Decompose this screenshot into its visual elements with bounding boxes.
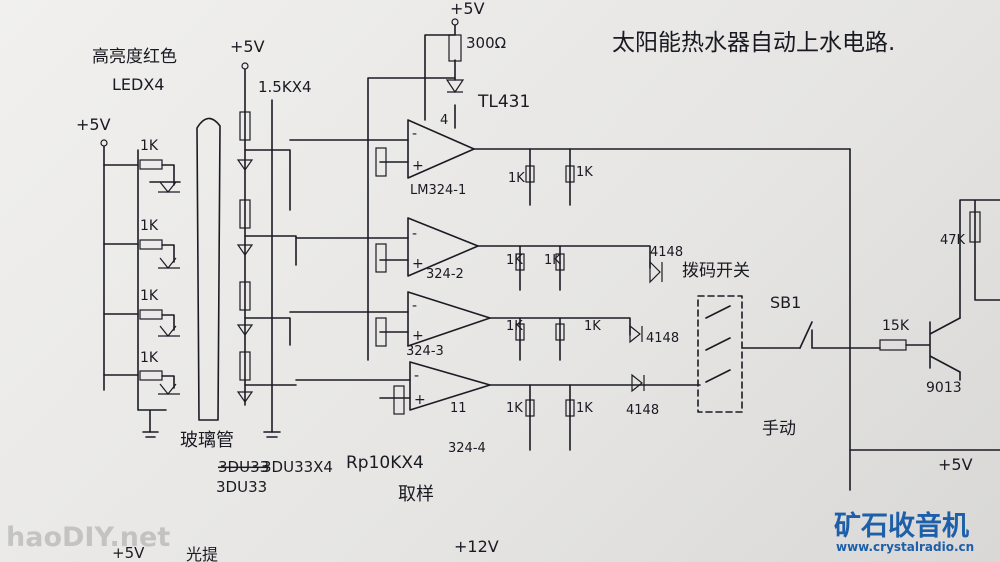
opamp-1-label: LM324-1 bbox=[410, 183, 466, 198]
sb1-switch bbox=[799, 148, 881, 491]
svg-text:+: + bbox=[412, 256, 424, 272]
led-stage-1: 1K bbox=[139, 138, 181, 193]
ref-pin: 4 bbox=[440, 113, 448, 128]
bottom-vcc12: +12V bbox=[454, 537, 499, 556]
sampling-label: 取样 bbox=[398, 484, 434, 505]
bottom-vcc: +5V bbox=[112, 544, 145, 562]
svg-text:-: - bbox=[414, 368, 419, 384]
glass-tube bbox=[196, 117, 221, 421]
led-stage-2: 1K bbox=[139, 218, 180, 269]
led-count: LEDX4 bbox=[112, 75, 164, 94]
opamp-2: - + bbox=[295, 217, 651, 277]
opamp-4: - + bbox=[295, 361, 701, 415]
watermark-left: haoDIY.net bbox=[6, 522, 171, 553]
led-r2-value: 1K bbox=[140, 218, 159, 234]
ind-r-1a: 1K bbox=[508, 171, 525, 186]
ref-vcc: +5V bbox=[450, 0, 485, 18]
base-resistor: 15K bbox=[882, 318, 910, 334]
ind-r-1b: 1K bbox=[576, 165, 593, 180]
svg-text:+: + bbox=[412, 158, 424, 174]
opamp-4-pin: 11 bbox=[450, 401, 467, 416]
led-array bbox=[100, 139, 167, 438]
ind-r-2b: 1K bbox=[544, 253, 561, 268]
ind-r-4a: 1K bbox=[506, 401, 523, 416]
svg-text:+: + bbox=[412, 328, 424, 344]
ind-r-3b: 1K bbox=[584, 319, 601, 334]
glass-tube-label: 玻璃管 bbox=[180, 430, 234, 451]
opamp-2-label: 324-2 bbox=[426, 267, 464, 282]
diode-3-label: 4148 bbox=[626, 403, 659, 418]
led-r3-value: 1K bbox=[140, 288, 159, 304]
opamp-1: - + bbox=[289, 119, 851, 179]
ind-r-3a: 1K bbox=[506, 319, 523, 334]
led-r4-value: 1K bbox=[140, 350, 159, 366]
opamp-4-label: 324-4 bbox=[448, 441, 486, 456]
sensor-vcc: +5V bbox=[230, 37, 265, 56]
diode-2-label: 4148 bbox=[646, 331, 679, 346]
ind-r-4b: 1K bbox=[576, 401, 593, 416]
svg-text:-: - bbox=[412, 126, 417, 142]
led-stage-4: 1K bbox=[139, 350, 180, 395]
phototransistor-count: 3DU33X4 bbox=[262, 458, 333, 476]
watermark-brand: 矿石收音机 bbox=[834, 511, 969, 542]
pullup-resistor: 47K bbox=[940, 233, 966, 248]
led-stage-3: 1K bbox=[139, 288, 180, 337]
dip-switch bbox=[697, 295, 801, 413]
sb1-label: SB1 bbox=[770, 293, 801, 312]
led-r1-value: 1K bbox=[140, 138, 159, 154]
sensor-column bbox=[236, 62, 297, 438]
dip-switch-label: 拨码开关 bbox=[682, 261, 750, 281]
svg-text:-: - bbox=[412, 226, 417, 242]
diodes bbox=[629, 260, 663, 393]
sensor-resistors: 1.5KX4 bbox=[258, 78, 312, 96]
ref-resistor: 300Ω bbox=[466, 34, 506, 52]
trimmer-label: Rp10KX4 bbox=[346, 453, 424, 473]
transistor-label: 9013 bbox=[926, 380, 962, 396]
driver-stage bbox=[849, 199, 1000, 451]
led-title: 高亮度红色 bbox=[92, 47, 177, 67]
watermark-url: www.crystalradio.cn bbox=[836, 540, 975, 554]
led-vcc: +5V bbox=[76, 115, 111, 134]
diode-1-label: 4148 bbox=[650, 245, 683, 260]
driver-vcc: +5V bbox=[938, 455, 973, 474]
ind-r-2a: 1K bbox=[506, 253, 523, 268]
manual-label: 手动 bbox=[762, 419, 796, 439]
opamp-3-label: 324-3 bbox=[406, 344, 444, 359]
opamp-3: - + bbox=[289, 291, 631, 347]
svg-text:-: - bbox=[412, 298, 417, 314]
indicator-leds bbox=[515, 148, 575, 451]
svg-text:+: + bbox=[414, 392, 426, 408]
bottom-partial-label: 光提 bbox=[186, 545, 218, 562]
phototransistor-type: 3DU33 bbox=[216, 478, 267, 496]
tl431-reference bbox=[367, 18, 465, 361]
ref-ic: TL431 bbox=[477, 92, 530, 112]
phototransistor-crossed: 3DU33 bbox=[218, 458, 269, 476]
diagram-title: 太阳能热水器自动上水电路. bbox=[612, 30, 895, 56]
